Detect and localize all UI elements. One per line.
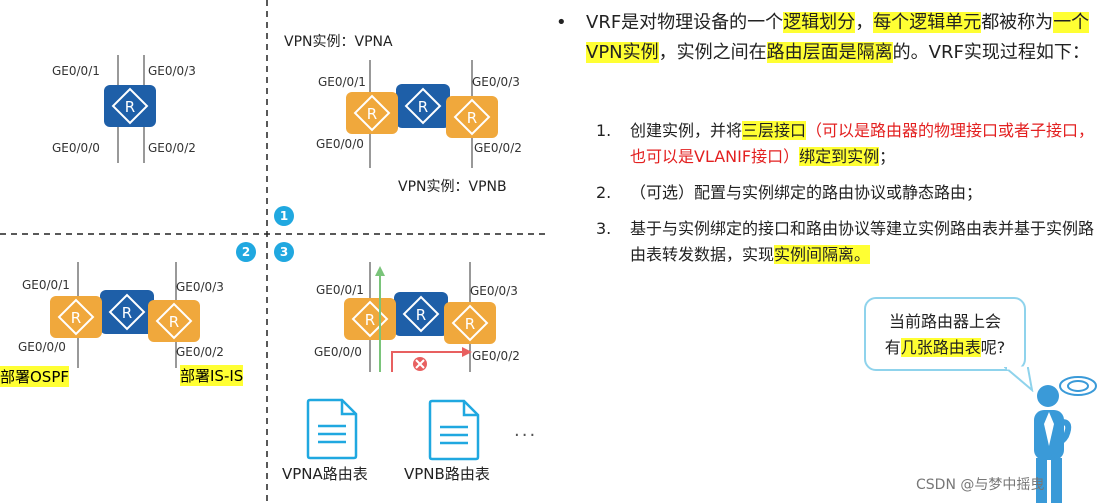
step-item: 3. 基于与实例绑定的接口和路由协议等建立实例路由表并基于实例路由表转发数据，实… [596,216,1096,268]
quad2-router-diagram: R R R [346,60,498,168]
text-run: 基于与实例绑定的接口和路由协议等建立实例路由表并基于实例路由表转发数据，实现 [630,219,1095,264]
ospf-label: 部署OSPF [0,366,70,387]
router-icon: R [100,290,154,334]
svg-text:R: R [465,315,475,333]
router-icon: R [446,96,498,138]
step-item: 1. 创建实例，并将三层接口（可以是路由器的物理接口或者子接口，也可以是VLAN… [596,118,1096,170]
text-run: 都被称为 [981,12,1054,33]
thinking-person-icon [1034,376,1097,503]
quad3-router-diagram: R R R [50,262,200,368]
vpnb-instance-label: VPN实例：VPNB [398,179,507,195]
allowed-path-arrow-icon [375,266,385,372]
step-marker-3: 3 [274,242,294,262]
speech-bubble: 当前路由器上会 有几张路由表呢? [864,297,1026,371]
port-label: GE0/0/2 [148,141,196,155]
port-label: GE0/0/1 [52,64,100,78]
watermark: CSDN @与梦中摇曳 [916,477,1045,493]
text-highlight: 几张路由表 [900,338,981,357]
bubble-line: 有几张路由表呢? [866,335,1024,361]
step-number: 1. [596,121,612,140]
document-icon [428,399,480,461]
text-highlight: 绑定到实例 [799,147,880,166]
bubble-line: 当前路由器上会 [888,312,1001,331]
router-icon: R [104,85,156,127]
port-label: GE0/0/0 [18,340,66,354]
port-label: GE0/0/1 [22,278,70,292]
port-label: GE0/0/2 [176,345,224,359]
text-run: 的。VRF实现过程如下： [892,42,1090,63]
vpna-routing-table-label: VPNA路由表 [282,465,368,483]
svg-text:R: R [122,304,132,322]
port-label: GE0/0/2 [474,141,522,155]
step-marker-1: 1 [274,206,294,226]
port-label: GE0/0/3 [176,280,224,294]
port-label: GE0/0/0 [52,141,100,155]
text-highlight: 逻辑划分 [783,12,856,33]
step-item: 2. （可选）配置与实例绑定的路由协议或静态路由； [596,180,1096,206]
svg-text:R: R [71,309,81,327]
bullet: • [556,12,567,33]
text-highlight: 实例间隔离。 [774,245,871,264]
text-run: ； [879,147,896,166]
router-icon: R [344,298,396,340]
text-highlight: 路由层面是隔离 [766,42,893,63]
router-icon: R [50,296,102,338]
svg-text:R: R [367,105,377,123]
step-number: 2. [596,183,612,202]
ellipsis: ... [514,420,538,441]
svg-text:R: R [365,311,375,329]
text-run: ，实例之间在 [658,42,767,63]
text-run: ， [855,12,874,33]
port-label: GE0/0/1 [318,75,366,89]
text-run: VRF是对物理设备的一个 [586,12,784,33]
port-label: GE0/0/0 [314,345,362,359]
bubble-tail-icon [1004,366,1034,392]
svg-text:R: R [169,313,179,331]
blocked-path-arrow-icon [391,347,472,372]
vrf-steps-list: 1. 创建实例，并将三层接口（可以是路由器的物理接口或者子接口，也可以是VLAN… [596,118,1096,278]
text-run: 创建实例，并将 [630,121,743,140]
document-icon [306,398,358,460]
text-highlight: 每个逻辑单元 [873,12,982,33]
svg-text:R: R [418,98,428,116]
svg-text:R: R [467,109,477,127]
text-run: 有 [884,338,901,357]
quad4-router-diagram: R R R [344,262,496,372]
port-label: GE0/0/3 [148,64,196,78]
text-red: （可以是路由器的物理接口或者子接口，也可以是VLANIF接口） [630,121,1095,166]
vpna-instance-label: VPN实例：VPNA [284,34,393,50]
svg-text:R: R [125,98,135,116]
router-icon: R [346,92,398,134]
router-icon: R [148,300,200,342]
port-label: GE0/0/2 [472,349,520,363]
step-marker-2: 2 [236,242,256,262]
diagram-lines [0,0,545,503]
port-label: GE0/0/0 [316,137,364,151]
step-number: 3. [596,219,612,238]
text-run: （可选）配置与实例绑定的路由协议或静态路由； [630,183,983,202]
port-label: GE0/0/3 [470,284,518,298]
router-icon: R [444,302,496,344]
router-icon: R [394,292,448,336]
router-icon: R [396,84,450,128]
svg-text:R: R [416,306,426,324]
vpnb-routing-table-label: VPNB路由表 [404,465,490,483]
text-run: 呢? [980,338,1006,357]
text-highlight: 三层接口 [742,121,807,140]
port-label: GE0/0/1 [316,283,364,297]
quad1-router-diagram: R [104,55,156,163]
isis-label: 部署IS-IS [180,365,244,386]
vrf-description: • VRF是对物理设备的一个逻辑划分，每个逻辑单元都被称为一个VPN实例，实例之… [556,8,1096,68]
port-label: GE0/0/3 [472,75,520,89]
